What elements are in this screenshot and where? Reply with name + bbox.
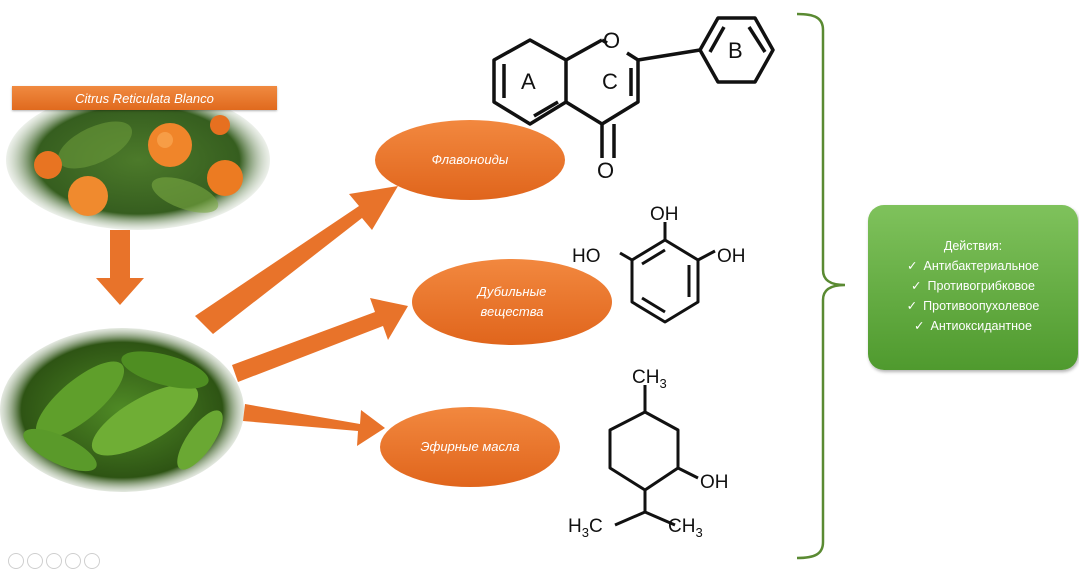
ch3-bottom-subscript: 3 xyxy=(695,525,702,540)
flavone-carbonyl-o-label: O xyxy=(597,158,614,183)
slideshow-toolbar xyxy=(8,553,100,569)
zoom-icon[interactable] xyxy=(65,553,81,569)
flavone-oxygen-label: O xyxy=(603,28,620,53)
leaves-photo xyxy=(0,328,244,492)
action-label: Противогрибковое xyxy=(927,279,1035,293)
check-icon: ✓ xyxy=(906,299,918,313)
action-item: ✓ Противоопухолевое xyxy=(907,296,1040,316)
ring-b-label: B xyxy=(728,38,743,63)
oh-right-label: OH xyxy=(717,246,746,267)
ring-c-label: C xyxy=(602,69,618,94)
oval-tannins[interactable] xyxy=(412,259,612,345)
menthol-oh-label: OH xyxy=(700,472,729,493)
ch3-top-label: CH xyxy=(632,367,659,388)
arrow-to-tannins xyxy=(232,298,408,382)
h3c-subscript: 3 xyxy=(582,525,589,540)
more-icon[interactable] xyxy=(84,553,100,569)
actions-header: Действия: xyxy=(943,239,1003,253)
check-icon: ✓ xyxy=(914,319,925,333)
check-icon: ✓ xyxy=(911,279,922,293)
svg-text:H3C: H3C xyxy=(568,516,603,540)
prev-slide-icon[interactable] xyxy=(8,553,24,569)
arrow-to-flavonoids xyxy=(195,186,398,334)
ch3-bottom-label: CH xyxy=(668,516,695,537)
arrow-down xyxy=(96,230,144,305)
action-label: Антибактериальное xyxy=(923,259,1039,273)
action-label: Противоопухолевое xyxy=(923,299,1040,313)
oh-top-label: OH xyxy=(650,204,679,225)
ring-a-label: A xyxy=(521,69,536,94)
arrows xyxy=(96,186,408,446)
svg-text:CH3: CH3 xyxy=(668,516,703,540)
species-title-banner: Citrus Reticulata Blanco xyxy=(12,86,277,110)
action-item: ✓ Противогрибковое xyxy=(911,276,1035,296)
action-item: ✓ Антибактериальное xyxy=(907,256,1039,276)
action-label: Антиоксидантное xyxy=(930,319,1032,333)
h3c-label-h: H xyxy=(568,516,582,537)
tangerine-photo xyxy=(6,90,270,230)
svg-text:CH3: CH3 xyxy=(632,367,667,391)
actions-box: Действия: ✓Антибактериальное ✓Противогри… xyxy=(868,205,1078,370)
oval-flavonoids[interactable] xyxy=(375,120,565,200)
ch3-top-subscript: 3 xyxy=(659,376,666,391)
action-item: ✓ Антиоксидантное xyxy=(914,316,1032,336)
slides-icon[interactable] xyxy=(46,553,62,569)
grouping-bracket xyxy=(796,12,846,560)
flavone-structure xyxy=(492,16,775,158)
pen-icon[interactable] xyxy=(27,553,43,569)
pyrogallol-structure xyxy=(619,222,716,324)
check-icon: ✓ xyxy=(907,259,918,273)
oval-essential-oils[interactable] xyxy=(380,407,560,487)
arrow-to-oils xyxy=(243,404,385,446)
menthol-structure xyxy=(608,385,699,527)
oh-left-label: HO xyxy=(572,246,601,267)
